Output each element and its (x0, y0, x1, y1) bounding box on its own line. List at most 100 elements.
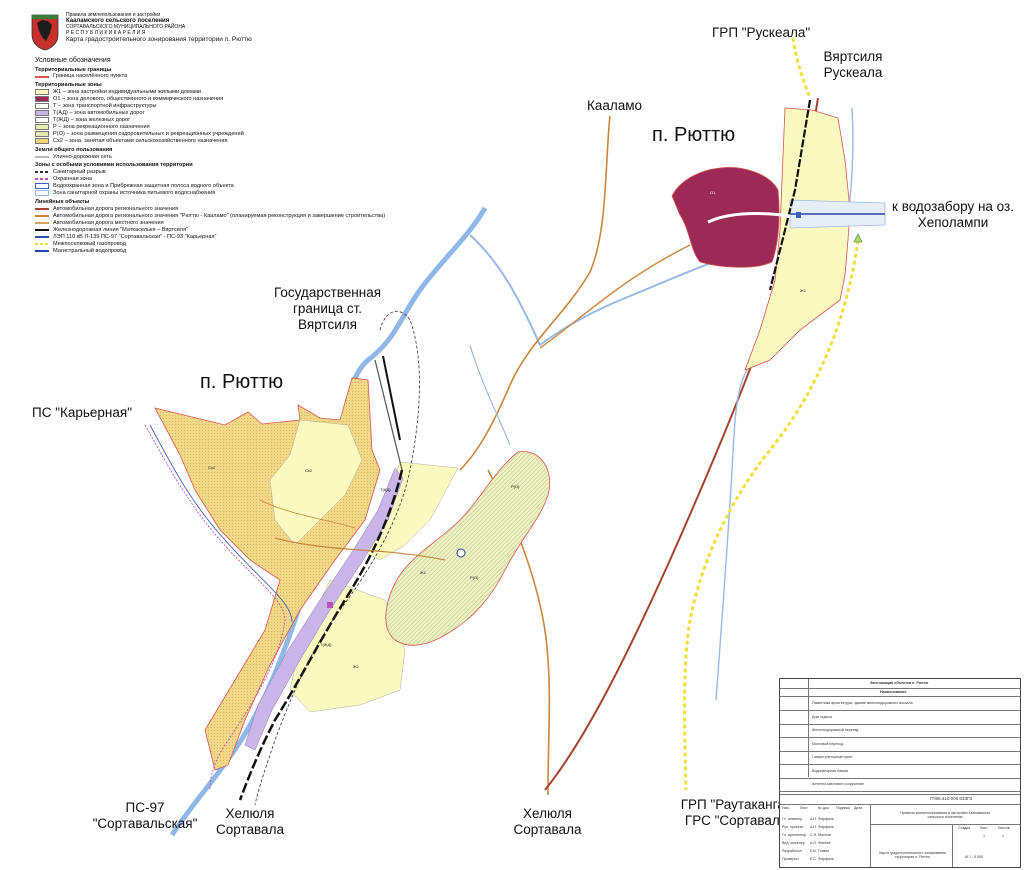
stamp-role: Проверил (782, 857, 799, 861)
gas-pipeline (683, 37, 860, 791)
legend-item-label: Р – зона рекреационного назначения (53, 123, 150, 130)
legend-item: О1 – зона делового, общественного и комм… (35, 96, 455, 103)
label-ryuttyu-south: п. Рюттю (200, 371, 284, 393)
stamp-item-label: Мостовой переход (812, 741, 843, 746)
stamp-item-label: Газорегуляторный пункт (812, 755, 853, 759)
zone-code-zh1-b: Ж1 (420, 570, 426, 575)
stamp-col-header: Изм. (782, 806, 790, 810)
zone-code-sx2-b: Сх2 (305, 468, 313, 473)
legend-item-label: Санитарный разрыв (53, 169, 106, 176)
stamp-legend-title: Экспликация объектов п. Рюттю (870, 681, 929, 685)
stamp-sheets-h: Листов (998, 826, 1010, 830)
stamp-item-label: Памятники архитектуры, здание железнодор… (812, 701, 913, 705)
legend-item: Р – зона рекреационного назначения (35, 124, 455, 131)
stamp-role: Гл. инженер (782, 817, 803, 821)
stamp-sheet-title: Карта градостроительного зонирования тер… (879, 851, 946, 859)
stamp-role: Разработал (782, 849, 802, 853)
local-road-south-2 (259, 499, 356, 529)
legend-item: Р(О) – зона размещения оздоровительных и… (35, 131, 455, 138)
legend-swatch (35, 110, 49, 117)
gas-point-icon (853, 233, 863, 243)
stamp-sheets: 1 (1002, 834, 1004, 838)
legend-swatch (35, 75, 49, 78)
stamp-col-header: Подпись (836, 806, 851, 810)
legend-swatch (35, 250, 49, 253)
stamp-item-label: Дом отдыха (812, 714, 832, 719)
legend-swatch (35, 178, 49, 181)
legend-item: Зона санитарной охраны источника питьево… (35, 190, 455, 197)
label-ryuttyu-north: п. Рюттю (652, 124, 736, 146)
legend-item-label: Р(О) – зона размещения оздоровительных и… (53, 130, 244, 137)
legend-item-label: Зона санитарной охраны источника питьево… (53, 190, 216, 197)
zone-code-sx2: Сх2 (208, 465, 216, 470)
legend-swatch (35, 96, 49, 103)
stamp-col-header: Лист (800, 806, 808, 810)
stamp-person: А.О. Фатеев (810, 841, 831, 845)
label-grp-ruskeala: ГРП "Рускеала" (712, 25, 811, 40)
stamp-person: А.Н. Фарфаль (810, 817, 834, 821)
org-line: Правила землепользования и застройки (66, 12, 161, 18)
legend-item-label: Водоохранная зона и Прибрежная защитная … (53, 183, 234, 190)
coat-of-arms-icon (30, 13, 60, 51)
legend-swatch (35, 138, 49, 145)
label-helyulya-mid: Хелюля Сортавала (513, 806, 582, 837)
legend-swatch (35, 103, 49, 110)
legend-item-label: Сх2 – зона, занятая объектами сельскохоз… (53, 137, 228, 144)
legend-item: Автомобильная дорога регионального значе… (35, 213, 455, 220)
legend-item: ЛЭП 110 кВ Л-139 ПС-97 "Сортавальская" -… (35, 234, 455, 241)
legend-swatch (35, 243, 49, 246)
stamp-project-name: Правила землепользования и застройки Каа… (900, 811, 990, 819)
zone-zh1-1 (269, 419, 363, 546)
water-tower-icon (796, 212, 801, 218)
title-block: Экспликация объектов п. Рюттю Наименован… (779, 678, 1021, 868)
legend-item: Охранная зона (35, 176, 455, 183)
legend-title: Условные обозначения (35, 57, 111, 64)
legend-item: Санитарный разрыв (35, 169, 455, 176)
stamp-sheet: 1 (983, 834, 985, 838)
stamp-sheet-h: Лист (980, 826, 988, 830)
legend-swatch (35, 222, 49, 225)
legend-item-label: Межпоселковый газопровод (53, 240, 126, 247)
legend-item: Т(АД) – зона автомобильных дорог (35, 110, 455, 117)
district-name: СОРТАВАЛЬСКОГО МУНИЦИПАЛЬНОГО РАЙОНА (66, 24, 186, 30)
stamp-col-header: Дата (854, 806, 862, 810)
legend-swatch (35, 89, 49, 96)
legend-item: Водоохранная зона и Прибрежная защитная … (35, 183, 455, 190)
legend-item-label: Железнодорожная линия "Маткаселькя – Вяр… (53, 226, 189, 233)
zone-zh1-north (744, 107, 851, 371)
road-helyulya-side (469, 344, 511, 446)
railway-station-icon (327, 602, 333, 608)
zone-code-zh1: Ж1 (353, 664, 359, 669)
stamp-item-label: Железнодорожный переезд (812, 728, 859, 732)
stamp-item-label: Антенно-мачтовое сооружение (812, 782, 864, 786)
legend-item-label: Т(АД) – зона автомобильных дорог (53, 109, 145, 116)
zone-ro (385, 451, 550, 646)
legend-item-label: Улично-дорожная сеть (53, 153, 112, 160)
stamp-stage-h: Стадия (958, 826, 971, 830)
railway-north-spur (374, 359, 403, 471)
legend-item-label: Автомобильная дорога местного значения (53, 219, 164, 226)
legend-swatch (35, 183, 49, 190)
stamp-item-label: Водонапорная башня (812, 768, 849, 773)
label-border: Государственная граница ст. Вяртсиля (273, 285, 382, 332)
dom-otdyha-icon (456, 548, 466, 558)
road-kaalamo (459, 115, 611, 471)
local-road-south (274, 537, 446, 561)
zone-code-ro-b: Р(О) (511, 484, 520, 489)
legend-swatch (35, 190, 49, 197)
legend-section-title: Земли общего пользования (35, 146, 113, 153)
legend-item: Автомобильная дорога местного значения (35, 220, 455, 227)
map-legend: Условные обозначения Территориальные гра… (35, 57, 455, 255)
legend-section-title: Зоны с особыми условиями использования т… (35, 162, 193, 169)
legend-swatch (35, 155, 49, 158)
stamp-col-header: № док. (818, 806, 830, 810)
legend-item: Улично-дорожная сеть (35, 153, 455, 160)
label-grp-rautakangas: ГРП "Раутакангас" ГРС "Сортавала" (680, 797, 797, 828)
zone-code-o1: О1 (710, 190, 716, 195)
stamp-role: Вед. инженер (782, 841, 805, 845)
zone-code-ro: Р(О) (470, 575, 479, 580)
legend-item: Сх2 – зона, занятая объектами сельскохоз… (35, 138, 455, 145)
label-vyartsilya-ruskeala: Вяртсиля Рускеала (823, 49, 883, 80)
stamp-scale: М 1 : 5 000 (965, 855, 983, 859)
